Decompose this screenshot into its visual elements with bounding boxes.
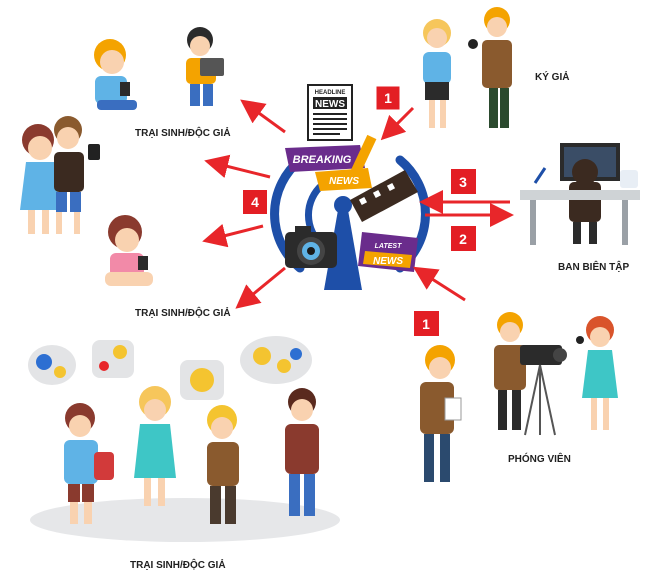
news-hub: HEADLINE NEWS BREAKING NEWS — [270, 84, 430, 290]
reaction-bubble-heart — [92, 340, 134, 378]
newspaper-headline: HEADLINE — [315, 90, 346, 96]
readers-top-illustration — [94, 27, 224, 110]
step-badge-1-bottom: 1 — [414, 311, 439, 336]
latest-news-banner: LATEST NEWS — [358, 232, 418, 272]
journalists-illustration — [423, 7, 512, 128]
svg-text:4: 4 — [251, 194, 259, 210]
editorial-label: BAN BIÊN TẬP — [558, 260, 629, 273]
pencil-icon — [349, 134, 377, 178]
arrow-hub-to-readers-left — [202, 223, 264, 248]
reporters-label: PHÓNG VIÊN — [508, 452, 571, 465]
step-badge-4: 4 — [243, 190, 267, 214]
breaking-news-text: NEWS — [329, 176, 359, 187]
antenna-tower-icon — [324, 210, 362, 290]
flow-arrows — [202, 99, 514, 309]
breaking-news-banner: BREAKING NEWS — [285, 145, 372, 191]
arrow-hub-to-readers-mid — [204, 154, 271, 179]
readers-top-label: TRẠI SINH/ĐỘC GIẢ — [135, 126, 231, 139]
step-badge-1-top: 1 — [375, 85, 401, 111]
arrow-hub-to-readers-bottom — [235, 266, 286, 309]
newspaper-icon: HEADLINE NEWS — [307, 84, 353, 141]
arrow-journalists-to-hub — [380, 106, 415, 141]
journalists-label: KÝ GIẢ — [535, 70, 569, 83]
arrow-reporters-to-hub — [412, 266, 466, 302]
reporters-illustration — [420, 312, 618, 482]
breaking-text: BREAKING — [293, 154, 352, 166]
step-badge-2: 2 — [451, 226, 476, 251]
film-strip-icon — [350, 170, 418, 222]
readers-bottom-illustration — [28, 336, 340, 542]
svg-text:2: 2 — [459, 231, 467, 247]
reaction-bubble-emoji — [240, 336, 312, 384]
readers-middle-label: TRẠI SINH/ĐỘC GIẢ — [135, 306, 231, 319]
arrow-hub-to-readers-top — [240, 99, 286, 134]
latest-text: LATEST — [375, 243, 402, 250]
svg-text:1: 1 — [422, 316, 430, 332]
editorial-desk-illustration — [520, 143, 640, 245]
readers-left-illustration — [20, 116, 153, 286]
readers-bottom-label: TRẠI SINH/ĐỘC GIẢ — [130, 558, 226, 571]
reaction-bubble-smile — [180, 360, 224, 400]
svg-text:3: 3 — [459, 174, 467, 190]
latest-news-text: NEWS — [373, 256, 403, 267]
svg-text:1: 1 — [384, 90, 392, 106]
step-badge-3: 3 — [451, 169, 476, 194]
reaction-bubble-like — [28, 345, 76, 385]
newspaper-news: NEWS — [315, 99, 345, 110]
camera-icon — [285, 226, 337, 268]
